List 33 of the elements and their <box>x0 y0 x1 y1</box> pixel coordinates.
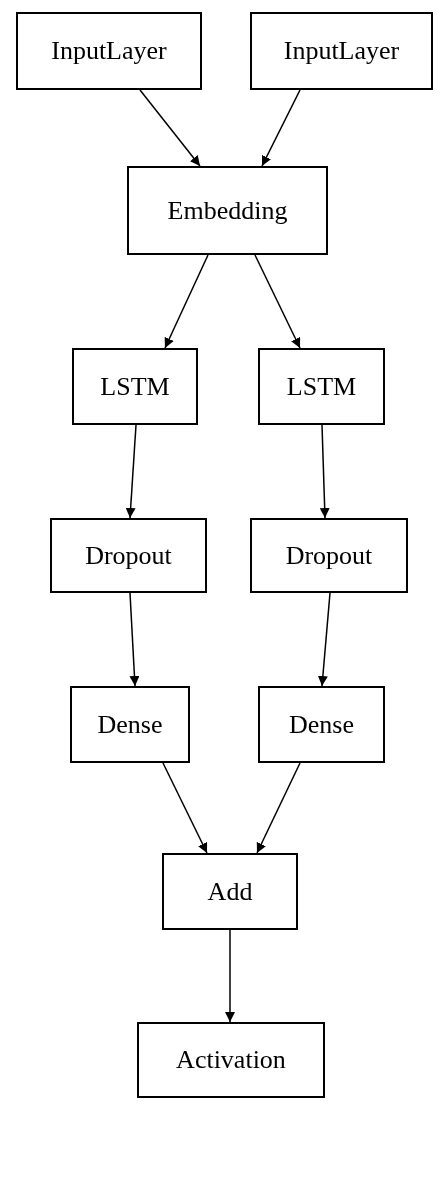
layer-box <box>250 518 408 593</box>
layer-box <box>72 348 198 425</box>
layer-label: LSTM <box>100 373 170 400</box>
layer-label: Activation <box>176 1047 286 1073</box>
layer-box <box>137 1022 325 1098</box>
layer-box <box>70 686 190 763</box>
layer-label: LSTM <box>286 373 357 400</box>
arrow <box>164 254 209 349</box>
arrow <box>125 424 137 519</box>
arrow <box>254 254 301 349</box>
arrow <box>225 929 235 1023</box>
layer-box <box>162 853 298 930</box>
layer-label: Dropout <box>85 542 172 569</box>
layer-box <box>50 518 207 593</box>
layer-label: Dropout <box>285 542 373 569</box>
arrow <box>139 89 201 167</box>
layer-box <box>258 686 385 763</box>
arrow <box>319 424 330 519</box>
arrow <box>162 762 208 854</box>
layer-label: Embedding <box>167 197 288 224</box>
arrow <box>261 89 301 167</box>
layer-label: Add <box>207 878 253 905</box>
layer-box <box>16 12 202 90</box>
arrow <box>317 592 331 687</box>
layer-label: InputLayer <box>51 38 167 64</box>
arrow <box>256 762 301 854</box>
arrow <box>129 592 140 687</box>
layer-label: Dense <box>289 711 354 738</box>
layer-box <box>127 166 328 255</box>
layer-box <box>258 348 385 425</box>
layer-box <box>250 12 433 90</box>
layer-label: Dense <box>97 711 163 738</box>
layer-label: InputLayer <box>283 38 400 64</box>
